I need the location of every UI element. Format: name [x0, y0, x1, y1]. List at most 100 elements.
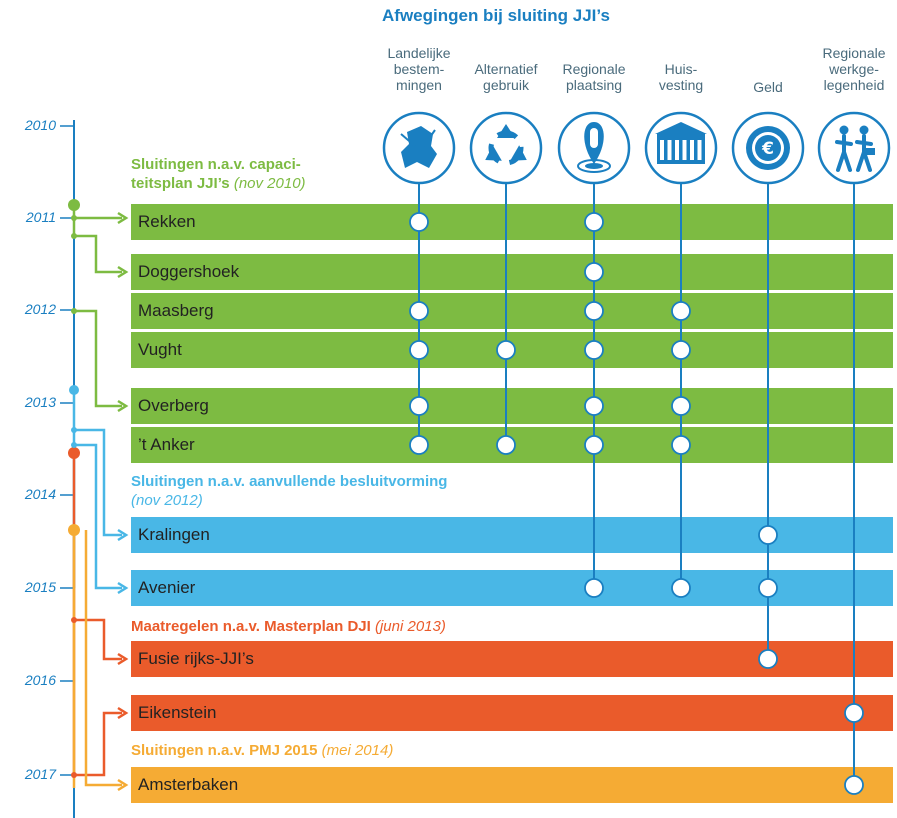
consideration-marker	[758, 649, 778, 669]
group-origin-dot	[68, 199, 80, 211]
branch-dot	[71, 617, 77, 623]
branch-line	[74, 234, 122, 274]
closure-label: Maasberg	[138, 301, 214, 320]
consideration-marker	[409, 301, 429, 321]
branch-dot	[71, 427, 77, 433]
consideration-marker	[671, 578, 691, 598]
section-title-cont: teitsplan JJI’s	[131, 175, 234, 192]
closure-label: ’t Anker	[138, 435, 195, 454]
branch-line	[74, 443, 122, 590]
branch-dot	[71, 772, 77, 778]
consideration-marker	[844, 775, 864, 795]
closure-label: Rekken	[138, 212, 196, 231]
netherlands-map-icon	[382, 111, 456, 185]
consideration-marker	[409, 396, 429, 416]
closure-label: Doggershoek	[138, 262, 240, 281]
consideration-marker	[584, 396, 604, 416]
column-label: Regionale werkge- legenheid	[822, 45, 886, 93]
branch-dot	[71, 215, 77, 221]
consideration-marker	[496, 435, 516, 455]
closure-band: Rekken	[131, 204, 893, 240]
closure-band: Eikenstein	[131, 695, 893, 731]
closure-label: Kralingen	[138, 525, 210, 544]
closure-label: Eikenstein	[138, 703, 217, 722]
svg-text:€: €	[761, 139, 774, 159]
consideration-marker	[758, 525, 778, 545]
arrow-head	[117, 778, 129, 792]
year-label: 2015	[24, 579, 56, 595]
consideration-marker	[671, 396, 691, 416]
branch-line	[84, 530, 122, 787]
consideration-marker	[584, 435, 604, 455]
section-title: Maatregelen n.a.v. Masterplan DJI	[131, 618, 371, 635]
arrow-head	[117, 652, 129, 666]
column-label: Geld	[753, 79, 783, 95]
section-title: Sluitingen n.a.v. PMJ 2015	[131, 742, 318, 759]
branch-line	[74, 428, 122, 537]
consideration-marker	[844, 703, 864, 723]
location-pin-icon	[557, 111, 631, 185]
column-label: Huis- vesting	[658, 61, 704, 93]
year-label: 2011	[25, 209, 56, 225]
column-label: Regionale plaatsing	[562, 61, 626, 93]
group-origin-dot	[68, 524, 80, 536]
section-title: Sluitingen n.a.v. capaci-	[131, 156, 301, 173]
consideration-marker	[496, 340, 516, 360]
workers-icon	[817, 111, 891, 185]
arrow-head	[117, 581, 129, 595]
column-label: Landelijke bestem- mingen	[387, 45, 451, 93]
arrow-head	[117, 399, 129, 413]
euro-coin-icon: €	[731, 111, 805, 185]
closure-band: Overberg	[131, 388, 893, 424]
building-icon	[644, 111, 718, 185]
closure-band: Amsterbaken	[131, 767, 893, 803]
year-label: 2012	[24, 301, 56, 317]
branch-line	[74, 309, 122, 408]
column-label: Alternatief gebruik	[474, 61, 538, 93]
consideration-marker	[671, 435, 691, 455]
consideration-marker	[671, 301, 691, 321]
branch-line	[74, 618, 122, 661]
arrow-head	[117, 265, 129, 279]
section-date: (juni 2013)	[374, 618, 446, 635]
consideration-marker	[409, 435, 429, 455]
section-date: (nov 2012)	[131, 492, 203, 509]
arrow-head	[117, 528, 129, 542]
closure-label: Avenier	[138, 578, 196, 597]
closure-band: Maasberg	[131, 293, 893, 329]
closure-label: Amsterbaken	[138, 775, 239, 794]
section-heading: Sluitingen n.a.v. PMJ 2015 (mei 2014)	[131, 741, 393, 760]
consideration-marker	[409, 340, 429, 360]
consideration-marker	[758, 578, 778, 598]
section-heading: Sluitingen n.a.v. capaci-teitsplan JJI’s…	[131, 155, 306, 193]
consideration-marker	[409, 212, 429, 232]
closure-label: Overberg	[138, 396, 209, 415]
branch-line	[74, 711, 122, 777]
section-date: (mei 2014)	[321, 742, 394, 759]
year-label: 2010	[24, 117, 56, 133]
branch-dot	[71, 233, 77, 239]
group-origin-dot	[68, 447, 80, 459]
group-origin-dot	[69, 385, 79, 395]
year-label: 2013	[24, 394, 56, 410]
closure-label: Fusie rijks-JJI’s	[138, 649, 254, 668]
recycle-icon	[469, 111, 543, 185]
consideration-marker	[584, 578, 604, 598]
consideration-marker	[584, 262, 604, 282]
branch-dot	[71, 308, 77, 314]
section-date: (nov 2010)	[233, 175, 306, 192]
arrow-head	[117, 211, 129, 225]
page-title: Afwegingen bij sluiting JJI’s	[382, 6, 610, 25]
consideration-marker	[584, 212, 604, 232]
closure-label: Vught	[138, 340, 182, 359]
section-heading: Sluitingen n.a.v. aanvullende besluitvor…	[131, 472, 447, 510]
year-label: 2014	[24, 486, 56, 502]
section-title: Sluitingen n.a.v. aanvullende besluitvor…	[131, 473, 448, 490]
consideration-marker	[584, 340, 604, 360]
section-heading: Maatregelen n.a.v. Masterplan DJI (juni …	[131, 617, 446, 636]
consideration-marker	[584, 301, 604, 321]
year-label: 2016	[24, 672, 56, 688]
consideration-marker	[671, 340, 691, 360]
year-label: 2017	[24, 766, 56, 782]
